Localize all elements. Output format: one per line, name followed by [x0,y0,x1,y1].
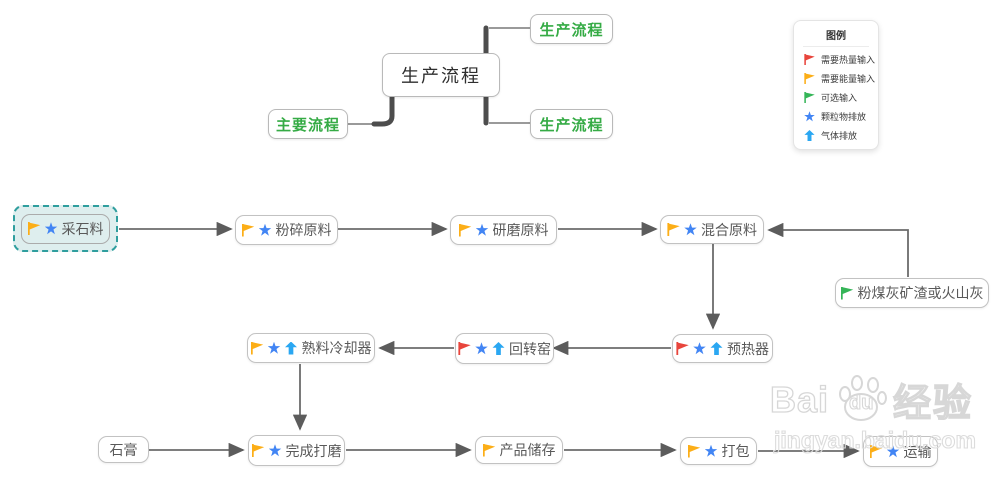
flag-green-icon [804,92,815,103]
legend-item-label: 颗粒物排放 [821,112,867,122]
legend-item-optional-input: 可选输入 [794,88,878,107]
mindmap-root-label: 生产流程 [401,66,481,86]
node-label: 回转窑 [509,340,551,357]
node-label: 粉煤灰矿渣或火山灰 [857,285,984,301]
node-label: 完成打磨 [285,442,342,459]
star-blue-icon [804,111,815,122]
node-kiln[interactable]: 回转窑 [455,333,554,364]
node-label: 打包 [721,443,750,459]
legend-item-label: 需要热量输入 [821,55,876,65]
mindmap-child-top[interactable]: 生产流程 [530,14,613,44]
flag-green-icon [840,286,854,300]
legend-panel: 图例 需要热量输入 需要能量输入 可选输入 颗粒物排放 气体排放 [793,20,879,150]
mindmap-child-label: 生产流程 [539,22,604,39]
arrow-up-blue-icon [804,130,815,141]
node-grind[interactable]: 研磨原料 [450,215,557,245]
flag-orange-icon [687,444,701,458]
node-mix[interactable]: 混合原料 [660,215,764,244]
arrow-up-blue-icon [285,341,297,355]
star-blue-icon [475,223,489,236]
star-blue-icon [258,223,272,236]
star-blue-icon [475,342,488,355]
node-quarry[interactable]: 采石料 [21,213,110,244]
node-pack[interactable]: 打包 [680,437,757,465]
mindmap-child-bottom[interactable]: 生产流程 [530,109,613,139]
legend-item-label: 需要能量输入 [821,74,876,84]
star-blue-icon [44,222,58,235]
mindmap-child-label: 生产流程 [539,117,604,134]
flag-orange-icon [667,223,680,236]
legend-item-label: 气体排放 [821,131,858,141]
flag-red-icon [804,54,815,65]
star-blue-icon [693,342,706,355]
node-cooler[interactable]: 熟料冷却器 [247,333,375,363]
node-transport[interactable]: 运输 [863,436,938,467]
legend-item-heat-input: 需要热量输入 [794,50,878,69]
flag-orange-icon [482,443,496,457]
flag-orange-icon [869,445,883,458]
star-blue-icon [886,445,900,458]
arrow-up-blue-icon [492,342,505,355]
node-label: 采石料 [61,220,104,237]
star-blue-icon [684,223,697,236]
node-label: 运输 [903,443,932,460]
legend-item-label: 可选输入 [821,93,858,103]
node-label: 粉碎原料 [275,222,332,238]
node-label: 石膏 [109,441,138,458]
node-gypsum[interactable]: 石膏 [98,436,149,463]
flag-orange-icon [250,341,264,355]
mindmap-child-left[interactable]: 主要流程 [268,109,348,139]
node-preheater[interactable]: 预热器 [672,334,773,363]
node-label: 混合原料 [701,221,757,238]
node-quarry-selection[interactable]: 采石料 [13,205,118,252]
arrow-up-blue-icon [710,342,723,355]
legend-item-energy-input: 需要能量输入 [794,69,878,88]
flag-red-icon [458,342,471,355]
flag-orange-icon [804,73,815,84]
node-finish-grinding[interactable]: 完成打磨 [248,435,345,466]
flag-red-icon [676,342,689,355]
node-crush[interactable]: 粉碎原料 [235,215,338,245]
star-blue-icon [704,444,718,457]
legend-title: 图例 [826,31,846,42]
node-label: 产品储存 [499,442,556,458]
flag-orange-icon [458,223,472,237]
node-storage[interactable]: 产品储存 [475,436,563,464]
legend-item-gas-emission: 气体排放 [794,126,878,145]
star-blue-icon [267,341,281,354]
node-label: 预热器 [727,340,769,357]
node-label: 熟料冷却器 [301,340,372,356]
node-label: 研磨原料 [492,222,549,238]
mindmap-child-label: 主要流程 [275,117,340,134]
legend-divider [803,46,869,47]
mindmap-branch-lines [348,27,530,125]
flow-edge-lines [119,221,909,459]
star-blue-icon [268,444,282,457]
node-flyash[interactable]: 粉煤灰矿渣或火山灰 [835,278,989,308]
legend-item-particulate-emission: 颗粒物排放 [794,107,878,126]
flag-orange-icon [241,223,255,237]
flag-orange-icon [251,444,265,457]
mindmap-root-node[interactable]: 生产流程 [382,53,500,97]
flag-orange-icon [27,222,41,235]
